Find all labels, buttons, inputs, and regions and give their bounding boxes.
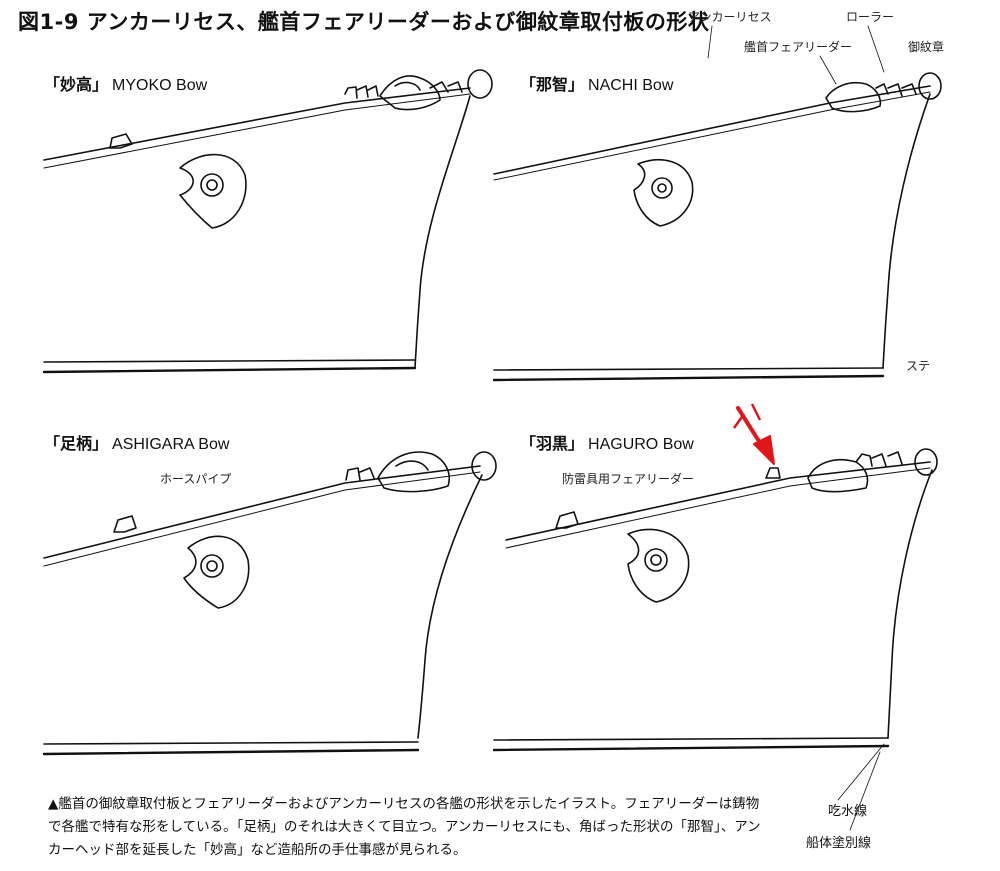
crest-plate — [179, 153, 247, 229]
deck-edge-line — [505, 461, 931, 541]
callout-stem: ステ — [906, 359, 931, 373]
callout-crest-plate: 御紋章 — [908, 40, 945, 54]
boot-topping — [492, 374, 885, 382]
leader-line — [707, 25, 713, 59]
myoko-bow-drawing — [42, 69, 493, 374]
panel-name-jp: 「妙高」 — [44, 75, 109, 94]
stem-line — [417, 474, 483, 739]
crest-emblem — [651, 177, 673, 199]
callout-roller: ローラー — [846, 10, 895, 24]
panel-name-jp: 「那智」 — [520, 75, 585, 94]
leader-line — [837, 743, 885, 801]
panel-name-en: NACHI Bow — [588, 77, 674, 94]
nachi-bow-drawing — [492, 72, 942, 382]
panel-label-haguro: 「羽黒」HAGURO Bow — [520, 430, 694, 454]
crest-emblem-center — [650, 554, 662, 566]
deck-chock — [113, 515, 137, 533]
waterline — [43, 359, 416, 363]
label-boot-topping: 船体塗別線 — [806, 836, 872, 851]
sheer-line — [493, 91, 931, 181]
crest-plate — [183, 535, 250, 609]
roller — [914, 448, 938, 476]
stem-line — [882, 93, 931, 369]
panel-label-ashigara: 「足柄」ASHIGARA Bow — [44, 430, 229, 454]
stem-line — [414, 95, 471, 369]
crest-emblem-center — [206, 560, 218, 572]
callout-bow-fairlead: 艦首フェアリーダー — [744, 40, 853, 54]
anchor-recess — [855, 451, 903, 467]
anchor-recess — [875, 83, 917, 97]
figure-caption: ▲艦首の御紋章取付板とフェアリーダーおよびアンカーリセスの各艦の形状を示したイラ… — [48, 796, 761, 858]
boot-topping — [42, 366, 417, 374]
panel-name-en: HAGURO Bow — [588, 436, 694, 453]
sheer-line — [43, 471, 481, 567]
deck-chock — [109, 133, 133, 149]
panel-name-jp: 「羽黒」 — [520, 434, 585, 453]
fairlead-detail — [395, 460, 429, 471]
leader-line — [819, 55, 837, 85]
panel-label-myoko: 「妙高」MYOKO Bow — [44, 71, 207, 95]
crest-emblem — [200, 554, 224, 578]
crest-plate — [627, 528, 690, 603]
panel-name-jp: 「足柄」 — [44, 434, 109, 453]
panel-name-en: MYOKO Bow — [112, 77, 208, 94]
stem-line — [887, 469, 933, 739]
leader-line — [867, 25, 885, 73]
paravane-fairlead — [765, 467, 781, 479]
deck-edge-line — [43, 465, 481, 559]
crest-emblem — [200, 173, 224, 197]
label-waterline: 吃水線 — [828, 804, 868, 819]
roller — [467, 69, 493, 99]
anchor-recess — [344, 85, 379, 99]
boot-topping — [42, 748, 420, 756]
anchor-recess — [345, 467, 375, 481]
bow-fairlead — [379, 75, 441, 111]
callout-anchor-recess: アンカーリセス — [688, 10, 772, 24]
crest-emblem — [644, 548, 668, 572]
sheer-line — [505, 467, 931, 549]
panel-label-nachi: 「那智」NACHI Bow — [520, 71, 673, 95]
deck-chock — [555, 511, 579, 529]
fairlead-detail — [394, 81, 421, 91]
bow-fairlead — [825, 82, 882, 113]
bow-fairlead — [377, 451, 450, 493]
waterline — [493, 737, 889, 741]
boot-topping — [492, 744, 890, 752]
anchor-recess — [429, 81, 463, 93]
roller — [918, 72, 942, 100]
crest-plate — [633, 158, 694, 227]
roller — [471, 451, 497, 481]
waterline — [493, 367, 884, 371]
haguro-bow-drawing — [492, 448, 938, 752]
deck-edge-line — [43, 87, 471, 161]
callout-paravane-fairlead: 防雷具用フェアリーダー — [562, 472, 695, 486]
crest-emblem-center — [657, 183, 667, 193]
red-arrow-icon — [732, 403, 775, 465]
crest-emblem-center — [206, 179, 218, 191]
ashigara-bow-drawing — [42, 451, 497, 756]
panel-name-en: ASHIGARA Bow — [112, 436, 230, 453]
callout-hawse-pipe: ホースパイプ — [160, 472, 232, 486]
deck-edge-line — [493, 85, 931, 175]
sheer-line — [43, 93, 471, 169]
figure-title: 図1-9 アンカーリセス、艦首フェアリーダーおよび御紋章取付板の形状 — [18, 10, 710, 34]
bow-fairlead — [807, 458, 869, 493]
waterline — [43, 741, 419, 745]
leader-line — [849, 751, 881, 831]
